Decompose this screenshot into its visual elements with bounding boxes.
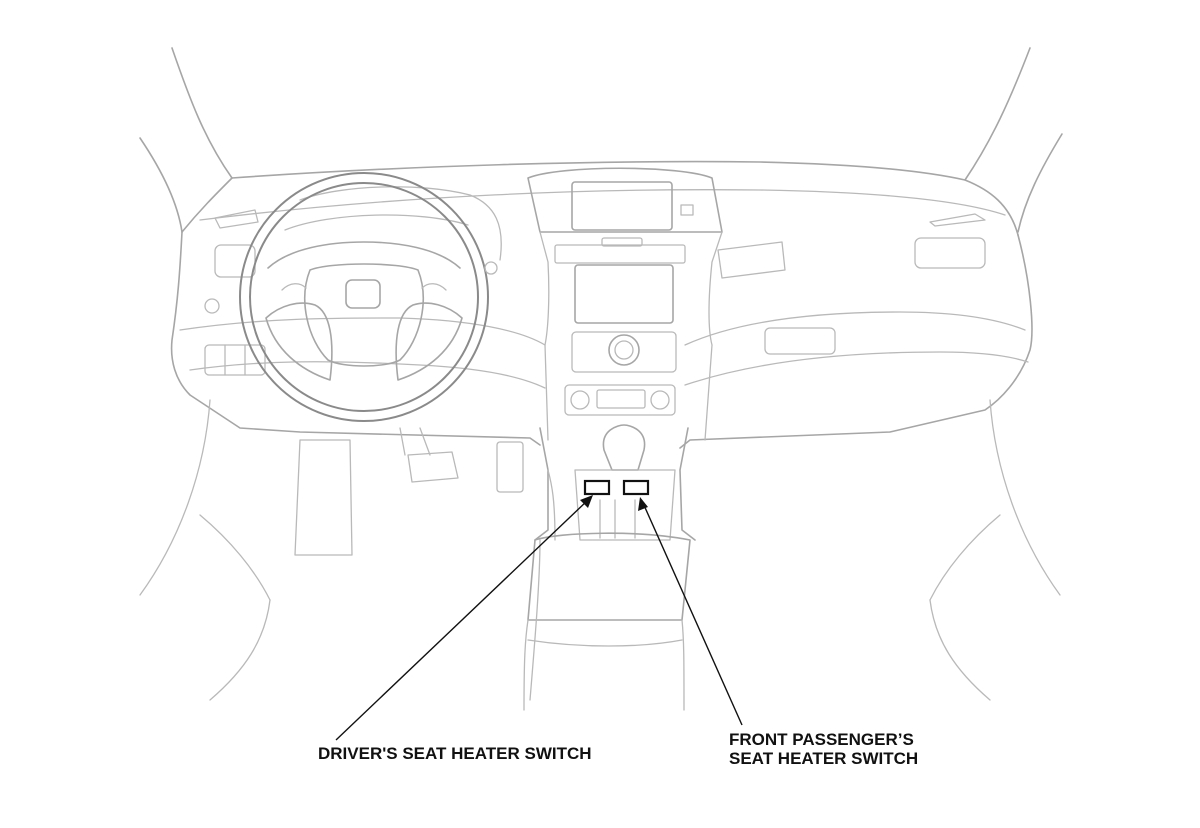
glovebox-handle bbox=[764, 327, 836, 355]
left-switch-panel bbox=[204, 344, 266, 376]
gear-shifter bbox=[602, 424, 646, 471]
driver-seat-heater-switch bbox=[583, 479, 611, 496]
passenger-seat-heater-switch bbox=[622, 479, 650, 496]
upper-display bbox=[571, 181, 673, 231]
instrument-cluster-hood bbox=[284, 186, 502, 261]
lower-display bbox=[574, 264, 674, 324]
passenger-label-line-2: SEAT HEATER SWITCH bbox=[729, 749, 919, 768]
passenger-label-line-1: FRONT PASSENGER’S bbox=[729, 730, 914, 749]
climate-panel bbox=[564, 384, 676, 416]
passenger-switch-leader bbox=[638, 497, 743, 726]
steering-wheel bbox=[239, 172, 498, 422]
steering-wheel-emblem bbox=[345, 279, 381, 309]
dashboard-outline bbox=[170, 160, 1033, 449]
control-knob bbox=[608, 334, 640, 366]
pedals bbox=[294, 427, 524, 556]
driver-switch-leader bbox=[335, 495, 593, 741]
right-dashboard-vents bbox=[717, 213, 986, 355]
center-console bbox=[523, 424, 696, 711]
armrest bbox=[527, 532, 691, 621]
center-stack bbox=[527, 167, 723, 441]
passenger-seat-heater-switch-label: FRONT PASSENGER’S SEAT HEATER SWITCH bbox=[729, 730, 918, 768]
driver-seat-heater-switch-label: DRIVER'S SEAT HEATER SWITCH bbox=[318, 744, 592, 763]
floor-lines bbox=[139, 399, 1061, 701]
right-a-pillar bbox=[964, 47, 1063, 233]
left-a-pillar bbox=[139, 47, 233, 233]
